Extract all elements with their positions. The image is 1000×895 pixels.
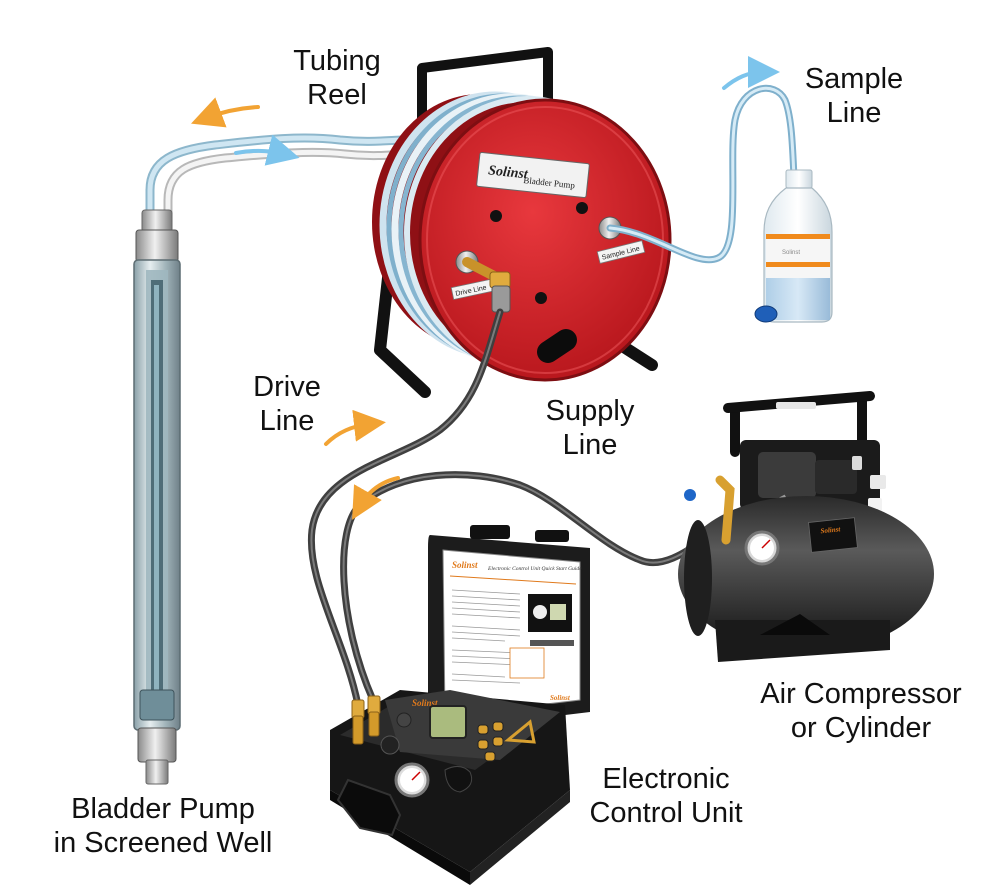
electronic-control-unit: Solinst Electronic Control Unit Quick St… [330, 525, 590, 885]
tubing-reel: Solinst Bladder Pump Drive Line Sample L… [372, 91, 672, 382]
drive-line-label-line2: Line [259, 405, 315, 437]
compressor-fitting [715, 475, 735, 545]
tubing-reel-label: Tubing Reel [282, 44, 392, 112]
compressor-base [715, 620, 890, 662]
flow-arrow-drive-out [191, 97, 260, 128]
case-handle [336, 778, 402, 837]
flow-arrow-sample-out [722, 56, 780, 90]
bladder-pump [133, 209, 181, 785]
compressor-plate-brand: Solinst [820, 525, 842, 535]
arrow-button-icon [504, 719, 536, 744]
control-knob [380, 735, 400, 755]
supply-line-hose [340, 471, 726, 704]
reel-decal-brand: Solinst [487, 163, 529, 182]
drive-line-label: Drive Line [232, 370, 342, 438]
control-unit-label: Electronic Control Unit [566, 762, 766, 830]
flow-arrow-sample-in [234, 134, 300, 166]
bladder-pump-label-line2: in Screened Well [53, 827, 273, 859]
reel-bolt [535, 292, 547, 304]
guide-brand: Solinst [452, 560, 478, 570]
sample-line-label: Sample Line [784, 62, 924, 130]
guide-footer-brand: Solinst [550, 694, 571, 702]
valve-knob [684, 489, 696, 501]
reel-decal: Solinst Bladder Pump [476, 152, 590, 198]
drive-line-label-line1: Drive [253, 371, 321, 403]
flow-arrow-drive-line [324, 409, 386, 446]
drive-line-hose [307, 308, 504, 709]
air-compressor-label-line1: Air Compressor [760, 678, 962, 710]
guide-title: Electronic Control Unit Quick Start Guid… [487, 566, 582, 572]
bladder-pump-label-line1: Bladder Pump [71, 793, 255, 825]
lcd-display [429, 705, 467, 739]
guide-text-lines [451, 589, 521, 684]
sample-line-label-line2: Line [826, 97, 882, 129]
air-tank [678, 496, 934, 652]
supply-line-label-line1: Supply [545, 395, 635, 427]
drive-fitting [351, 699, 365, 719]
panel-cap [444, 766, 473, 793]
air-compressor-label: Air Compressor or Cylinder [736, 677, 986, 745]
sample-bottle: Solinst [754, 169, 833, 323]
bladder-pump-label: Bladder Pump in Screened Well [28, 792, 298, 860]
reel-handle [537, 329, 577, 363]
bottle-cap [754, 305, 778, 323]
compressor-plate [808, 517, 858, 553]
panel-brand: Solinst [412, 698, 438, 708]
flow-arrow-supply-line [352, 476, 400, 520]
supply-line-label: Supply Line [520, 394, 660, 462]
supply-fitting [367, 695, 381, 715]
supply-line-label-line2: Line [562, 429, 618, 461]
control-unit-label-line1: Electronic [602, 763, 730, 795]
air-compressor-label-line2: or Cylinder [790, 712, 932, 744]
reel-bolt [490, 210, 502, 222]
reel-bolt [576, 202, 588, 214]
control-unit-label-line2: Control Unit [589, 797, 743, 829]
air-compressor: Solinst [678, 391, 934, 662]
tubing-reel-label-line1: Tubing [293, 45, 381, 77]
control-keypad [477, 721, 504, 762]
sample-line-label-line1: Sample [804, 63, 904, 95]
tubing-reel-label-line2: Reel [307, 79, 367, 111]
bottle-label: Solinst [782, 250, 800, 256]
